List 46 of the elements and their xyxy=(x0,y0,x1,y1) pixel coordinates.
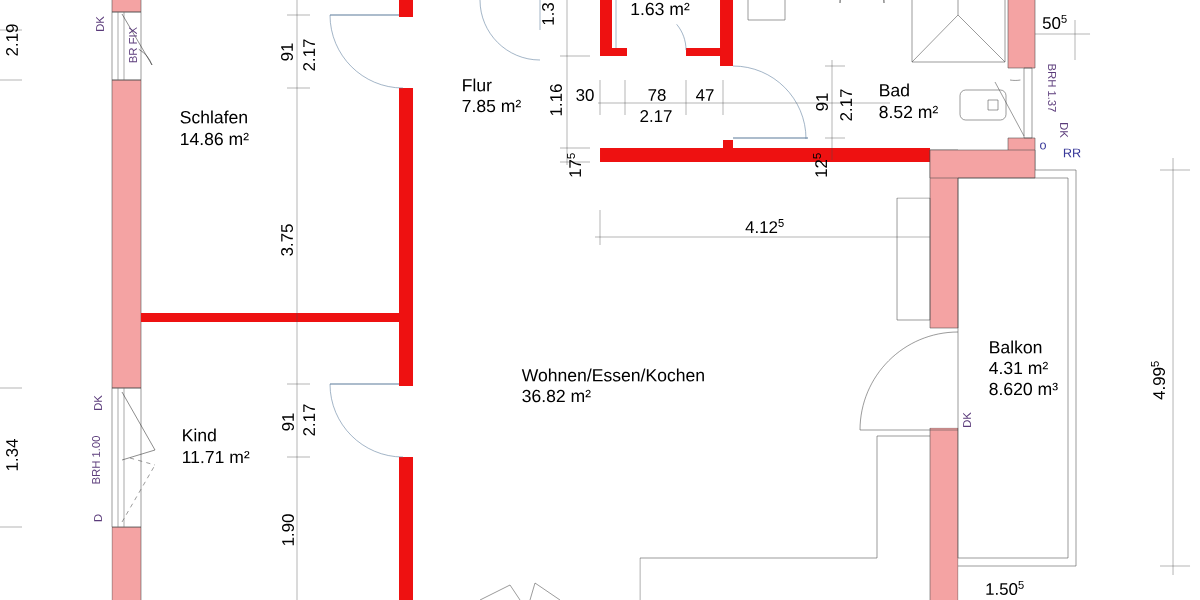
window-label: BRH 1.37 xyxy=(1048,64,1056,112)
area-label: 11.71 m² xyxy=(183,450,250,464)
window-label: BRH 1.00 xyxy=(92,436,100,484)
dimension-label: 2.17 xyxy=(303,404,315,436)
room-name: Balkon xyxy=(990,340,1042,354)
room-name: Bad xyxy=(880,83,909,97)
dimension-label: 17$^{5}$ xyxy=(567,153,581,177)
dimension-label: 1.90 xyxy=(282,514,294,546)
area-label: 8.52 m² xyxy=(879,105,938,119)
dimension-label: 2.19 xyxy=(6,24,18,56)
window-label: BR FIX xyxy=(129,27,137,63)
window-label: DK xyxy=(96,16,104,31)
dimension-label: 4.12$^{5}$ xyxy=(745,219,784,233)
dimension-label: 12$^{5}$ xyxy=(813,153,827,177)
area-label: 7.85 m² xyxy=(462,99,521,113)
dimension-label: 4.99$^{5}$ xyxy=(1151,361,1165,400)
dimension-label: 1.50$^{5}$ xyxy=(986,581,1024,595)
window-label: RR xyxy=(1063,148,1081,158)
dimension-label: 47 xyxy=(696,89,714,101)
room-name: Kind xyxy=(183,428,216,442)
dimension-label: 91 xyxy=(282,413,294,431)
dimension-label: 1.3 xyxy=(542,3,554,25)
window-label: o xyxy=(1040,142,1046,150)
dimension-label: 3.75 xyxy=(281,224,293,256)
area-label: 36.82 m² xyxy=(522,389,591,403)
window-label: DK xyxy=(963,412,971,427)
dimension-label: 50$^{5}$ xyxy=(1042,15,1067,29)
dimension-label: 2.17 xyxy=(640,110,672,122)
room-name: Wohnen/Essen/Kochen xyxy=(521,368,704,382)
area-label: 4.31 m² xyxy=(989,361,1048,375)
dimension-label: 91 xyxy=(281,43,293,61)
dimension-label: 91 xyxy=(816,93,828,111)
window-label: DK xyxy=(94,395,102,410)
window-label: DK xyxy=(1060,123,1068,138)
area-label: 8.620 m³ xyxy=(989,382,1058,396)
dimension-label: 1.34 xyxy=(6,439,18,471)
dimension-label: 1.16 xyxy=(550,84,562,116)
window-label: D xyxy=(94,514,102,522)
dimension-label: 2.17 xyxy=(840,89,852,121)
room-name: Flur xyxy=(463,78,492,92)
area-label: 1.63 m² xyxy=(631,2,690,16)
room-name: Schlafen xyxy=(180,110,247,124)
area-label: 14.86 m² xyxy=(181,132,249,146)
dimension-label: 30 xyxy=(576,89,594,101)
dimension-label: 2.17 xyxy=(303,39,315,71)
dimension-label: 78 xyxy=(648,89,666,101)
